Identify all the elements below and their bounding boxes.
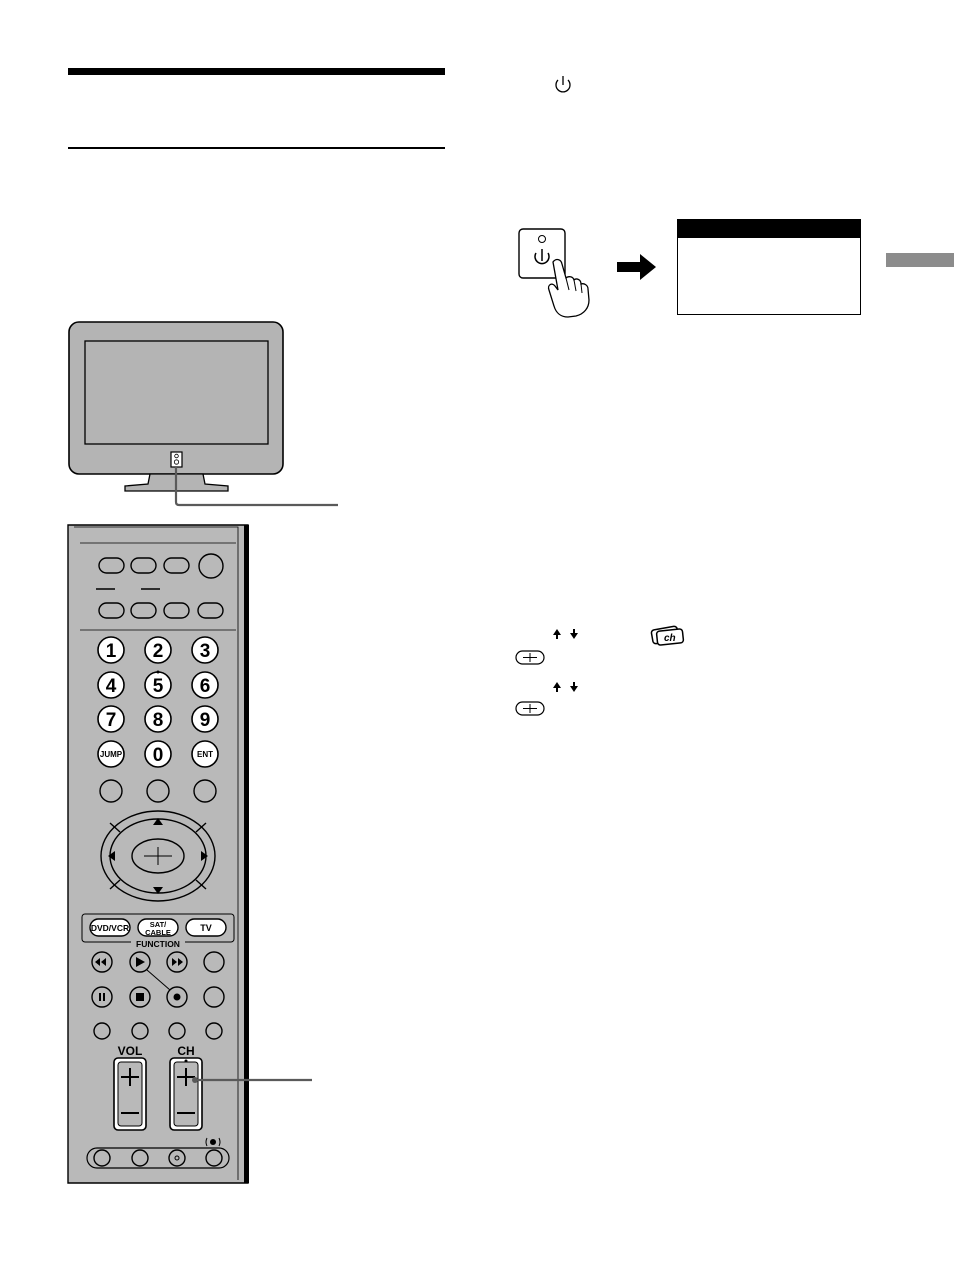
number-key-6: 6 [200,676,211,697]
select-button-icon [515,650,545,665]
dvd-vcr-button-label: DVD/VCR [91,923,129,933]
power-icon [555,76,571,93]
top-buttons-row1 [98,553,224,579]
number-key-1: 1 [106,641,117,662]
number-key-8: 8 [153,710,164,731]
arrow-right-icon [617,254,656,280]
up-down-arrow-icon [553,629,578,639]
svg-text:ENT: ENT [197,750,213,759]
svg-text:CH: CH [177,1044,194,1058]
svg-text:VOL: VOL [118,1044,143,1058]
number-key-4: 4 [106,676,117,697]
nav-ring [100,810,216,902]
number-key-5: 5 [153,676,164,697]
header-rule-thin [68,147,445,149]
channel-menu-icon: ch [650,625,685,646]
osd-title-bar [678,220,860,238]
header-rule-thick [68,68,445,75]
svg-text:ch: ch [664,633,676,644]
number-key-3: 3 [200,641,211,662]
number-key-9: 9 [200,710,211,731]
number-key-0: 0 [153,745,164,766]
select-button-icon [515,701,545,716]
svg-text:CABLE: CABLE [145,928,171,937]
svg-text:SAT/: SAT/ [150,920,167,929]
number-key-2: 2 [153,641,164,662]
power-button-illustration [518,228,566,279]
tv-button-label: TV [200,923,212,933]
on-screen-display [677,219,861,315]
number-pad [97,636,219,768]
up-down-arrow-icon [553,682,578,692]
hand-press-icon [547,258,590,318]
top-buttons-row2 [98,602,224,619]
svg-text:FUNCTION: FUNCTION [136,939,180,949]
number-key-7: 7 [106,710,117,731]
section-tab [886,253,954,267]
svg-text:JUMP: JUMP [100,750,123,759]
